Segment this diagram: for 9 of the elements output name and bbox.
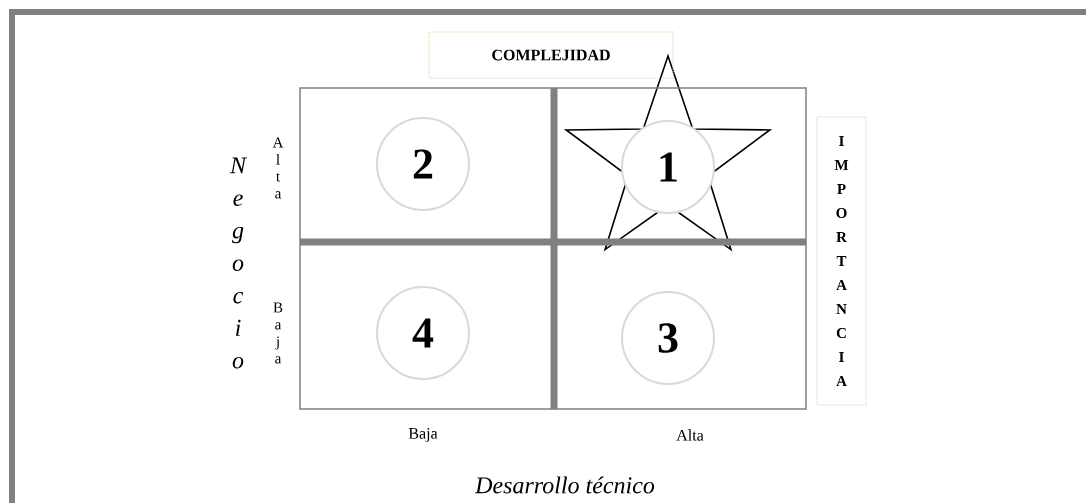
axis-title: Desarrollo técnico (474, 476, 655, 494)
axis-title: Negocio (229, 157, 248, 369)
axis-label: Baja (408, 428, 438, 442)
vertical-title-box: IMPORTANCIA (816, 116, 867, 406)
title-box: COMPLEJIDAD (428, 31, 674, 79)
axis-label: Baja (273, 302, 283, 364)
axis-label: Alta (676, 429, 704, 441)
matrix-box (299, 87, 807, 410)
axis-label: Alta (272, 137, 284, 199)
